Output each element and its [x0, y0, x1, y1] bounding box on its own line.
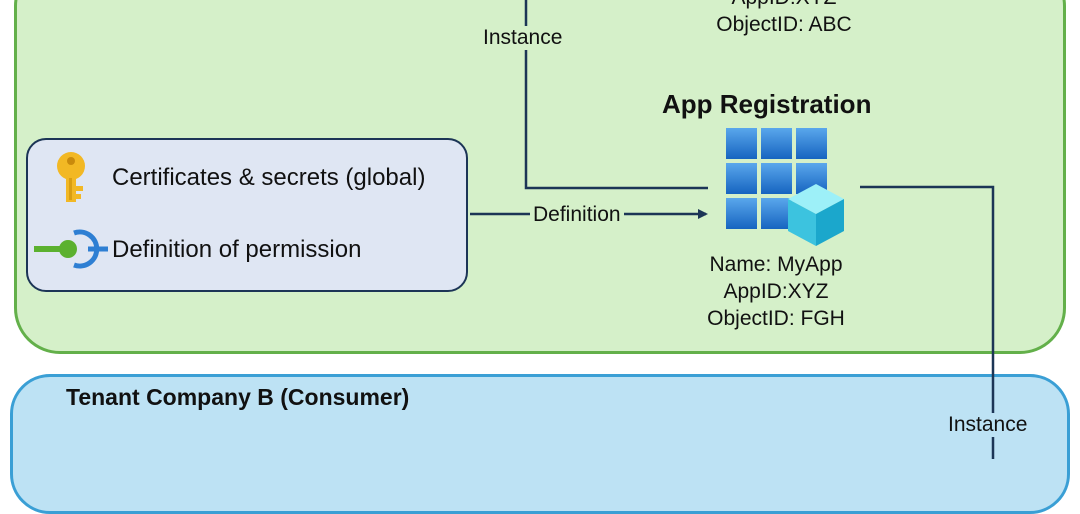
top-object-objectid: ObjectID: ABC [716, 13, 852, 36]
top-object-appid: AppID:XYZ [648, 0, 920, 11]
app-registration-meta: Name: MyApp AppID:XYZ ObjectID: FGH [640, 251, 912, 332]
instance-label-bottom: Instance [945, 413, 1031, 437]
permissions-box: Certificates & secrets (global) Definiti… [26, 138, 468, 292]
certificates-secrets-label: Certificates & secrets (global) [112, 164, 426, 191]
definition-of-permission-label: Definition of permission [112, 236, 362, 263]
instance-connector-bottom [860, 185, 995, 459]
app-registration-objectid: ObjectID: FGH [707, 307, 845, 330]
key-icon [57, 152, 85, 202]
app-registration-title: App Registration [662, 89, 872, 119]
tenant-b-title: Tenant Company B (Consumer) [66, 384, 410, 410]
app-registration-appid: AppID:XYZ [723, 280, 829, 303]
app-registration-icon [726, 128, 844, 246]
top-object-meta: AppID:XYZ ObjectID: ABC [648, 0, 920, 38]
definition-label: Definition [530, 203, 624, 227]
permission-connector-icon [34, 229, 108, 269]
app-registration-name: Name: MyApp [709, 253, 843, 276]
instance-label-top: Instance [480, 26, 566, 50]
instance-connector-top [524, 0, 708, 190]
